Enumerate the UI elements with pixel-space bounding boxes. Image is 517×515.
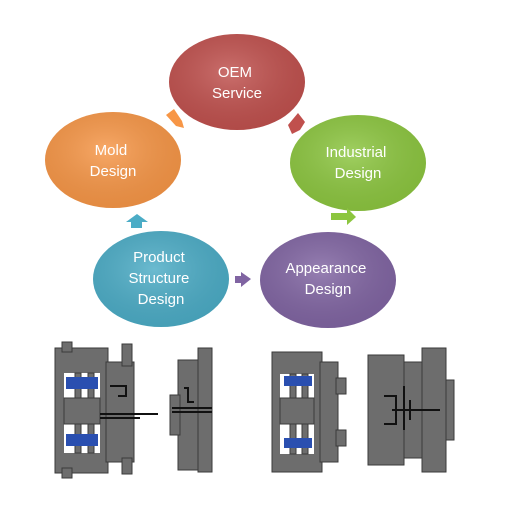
node-product-label-line1: Product xyxy=(133,249,186,266)
svg-text:Mold Design: Mold Design xyxy=(90,142,137,180)
arrow-product-to-mold xyxy=(126,214,148,228)
node-product-label-line2: Structure xyxy=(128,270,189,287)
spring-icon xyxy=(66,377,98,389)
node-industrial-design: Industrial Design xyxy=(290,115,426,211)
svg-text:Appearance Design: Appearance Design xyxy=(285,260,370,298)
svg-text:OEM Service: OEM Service xyxy=(212,64,262,102)
mold-drawing-1 xyxy=(54,341,158,479)
node-industrial-label-line2: Design xyxy=(335,165,382,182)
node-appearance-design: Appearance Design xyxy=(260,232,396,328)
arrow-industrial-to-appearance xyxy=(331,208,356,225)
node-appearance-label-line1: Appearance xyxy=(285,260,366,277)
node-mold-design: Mold Design xyxy=(45,112,181,208)
mold-drawing-2 xyxy=(169,347,213,473)
node-oem-label-line2: Service xyxy=(212,85,262,102)
arrow-mold-to-oem xyxy=(166,109,184,128)
node-product-structure-design: Product Structure Design xyxy=(93,231,229,327)
node-appearance-label-line2: Design xyxy=(305,281,352,298)
node-product-label-line3: Design xyxy=(138,291,185,308)
arrow-oem-to-industrial xyxy=(288,113,305,134)
spring-icon xyxy=(284,376,312,386)
node-mold-label-line2: Design xyxy=(90,163,137,180)
mold-drawing-3 xyxy=(271,351,347,473)
node-industrial-label-line1: Industrial xyxy=(325,144,386,161)
node-oem-label-line1: OEM xyxy=(218,64,252,81)
svg-text:Industrial Design: Industrial Design xyxy=(325,144,390,182)
spring-icon xyxy=(284,438,312,448)
node-oem-service: OEM Service xyxy=(169,34,305,130)
svg-text:Product Structure: Product Structure Design xyxy=(128,249,193,308)
arrow-appearance-to-product xyxy=(235,272,251,287)
node-mold-label-line1: Mold xyxy=(95,142,128,159)
spring-icon xyxy=(66,434,98,446)
mold-drawing-4 xyxy=(367,347,455,473)
